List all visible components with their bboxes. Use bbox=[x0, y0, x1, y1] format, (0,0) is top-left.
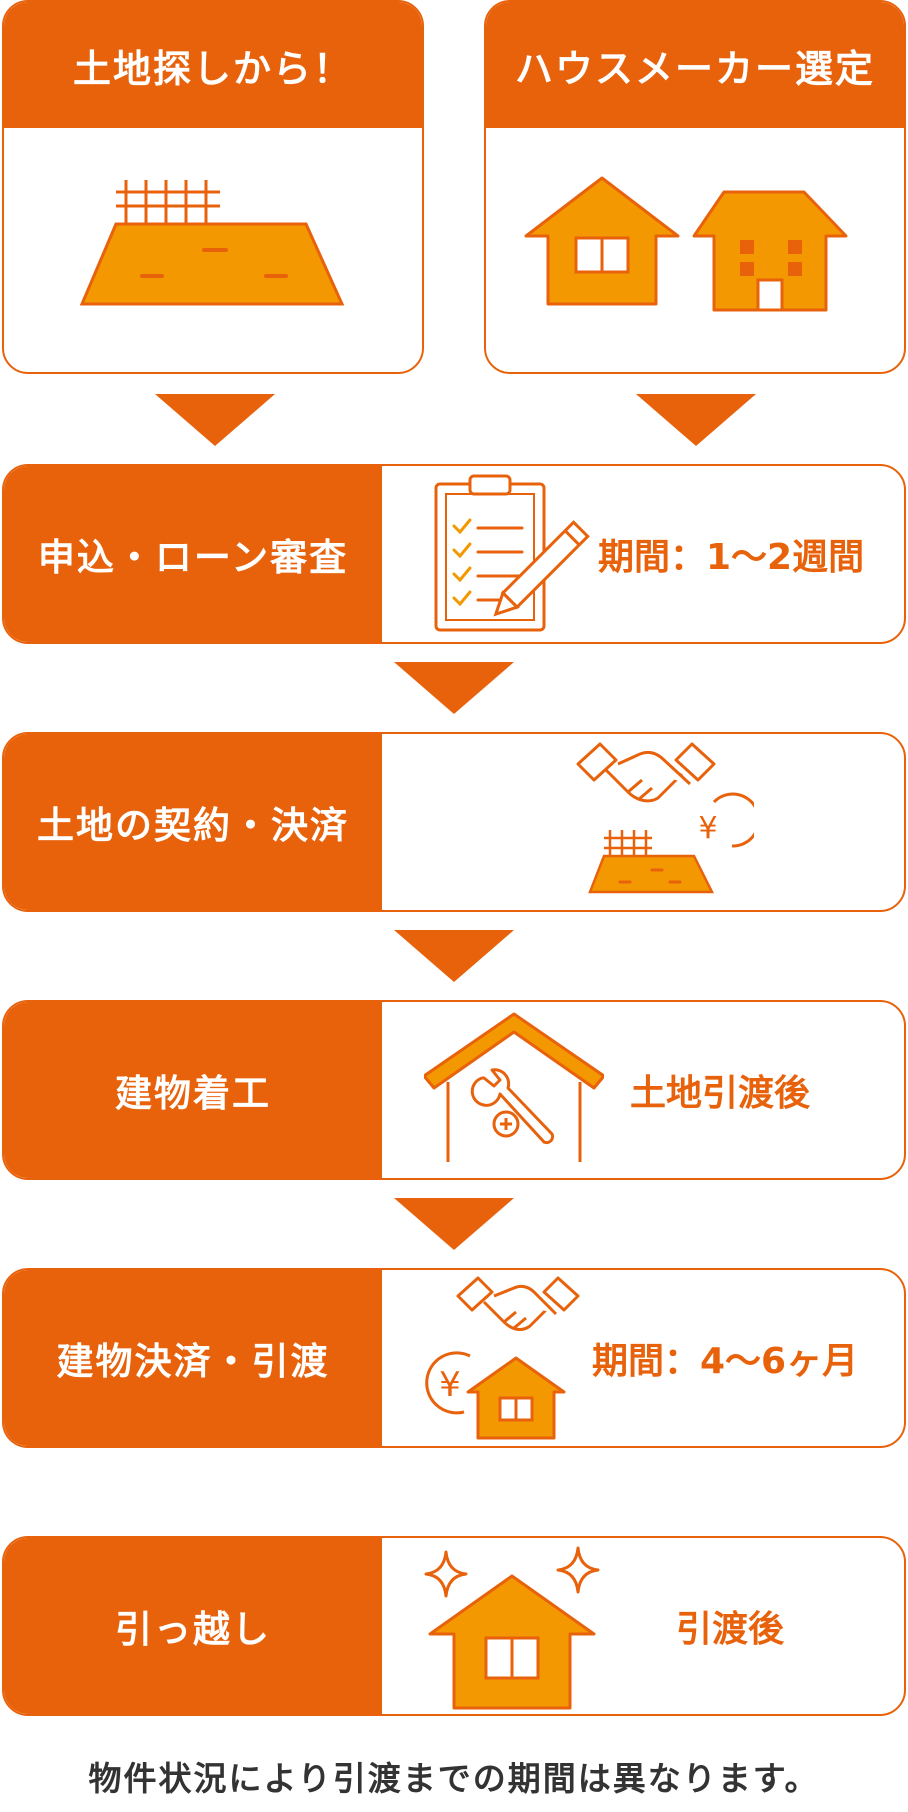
flow-arrow-down-icon bbox=[394, 662, 514, 714]
step-label: 建物決済・引渡 bbox=[4, 1270, 382, 1446]
sparkling-house-icon bbox=[420, 1538, 610, 1714]
handshake-house-yen-icon: ¥ bbox=[408, 1270, 588, 1446]
svg-text:¥: ¥ bbox=[439, 1365, 461, 1405]
flow-arrow-down-icon bbox=[636, 394, 756, 446]
top-box-title: ハウスメーカー選定 bbox=[486, 2, 904, 128]
step-duration-note: 期間：4〜6ヶ月 bbox=[592, 1341, 859, 1382]
step-moving: 引っ越し 引渡後 bbox=[2, 1536, 906, 1716]
house-wrench-icon bbox=[422, 1002, 606, 1178]
step-duration-note: 引渡後 bbox=[676, 1609, 785, 1650]
step-label: 建物着工 bbox=[4, 1002, 382, 1178]
step-building-settlement: 建物決済・引渡 ¥ 期間：4〜6ヶ月 bbox=[2, 1268, 906, 1448]
top-box-housemaker: ハウスメーカー選定 bbox=[484, 0, 906, 374]
step-label: 土地の契約・決済 bbox=[4, 734, 382, 910]
step-label: 申込・ローン審査 bbox=[4, 466, 382, 642]
svg-text:¥: ¥ bbox=[698, 811, 717, 846]
top-box-title: 土地探しから！ bbox=[4, 2, 422, 128]
step-duration-note: 土地引渡後 bbox=[630, 1073, 811, 1114]
clipboard-checklist-pencil-icon bbox=[424, 466, 594, 642]
step-loan-review: 申込・ローン審査 期間：1〜2週間 bbox=[2, 464, 906, 644]
step-label: 引っ越し bbox=[4, 1538, 382, 1714]
step-construction-start: 建物着工 土地引渡後 bbox=[2, 1000, 906, 1180]
houses-icon bbox=[486, 128, 904, 372]
flow-arrow-down-icon bbox=[155, 394, 275, 446]
land-plot-with-fence-icon bbox=[4, 128, 422, 372]
step-duration-note: 期間：1〜2週間 bbox=[598, 537, 865, 578]
flow-arrow-down-icon bbox=[394, 930, 514, 982]
top-box-land-search: 土地探しから！ bbox=[2, 0, 424, 374]
step-land-contract: 土地の契約・決済 bbox=[2, 732, 906, 912]
handshake-land-yen-icon: ¥ bbox=[564, 734, 761, 910]
footnote: 物件状況により引渡までの期間は異なります。 bbox=[88, 1759, 820, 1798]
flow-arrow-down-icon bbox=[394, 1198, 514, 1250]
